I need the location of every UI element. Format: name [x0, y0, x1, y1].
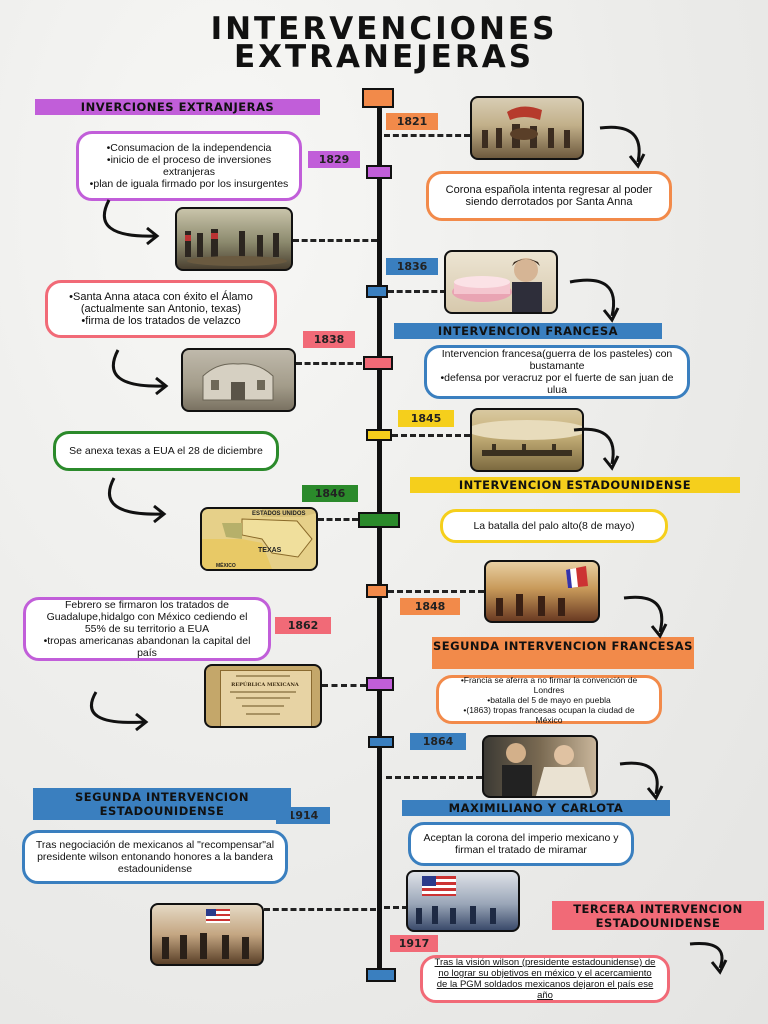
- card-1848: Febrero se firmaron los tratados de Guad…: [23, 597, 271, 661]
- connector-1836: [388, 290, 446, 293]
- battle-painting-1821: [470, 96, 584, 160]
- connector-1862: [322, 684, 366, 687]
- santa-anna-cake-image: [444, 250, 558, 314]
- timeline-axis: [377, 100, 382, 980]
- marker-1836: [366, 285, 388, 298]
- connector-1829: [293, 239, 377, 242]
- marker-1838: [363, 356, 393, 370]
- battle-painting-1829: [175, 207, 293, 271]
- marker-start: [362, 88, 394, 108]
- map-label-texas: TEXAS: [258, 547, 282, 554]
- card-1846: La batalla del palo alto(8 de mayo): [440, 509, 668, 543]
- marker-1846: [358, 512, 400, 528]
- marker-1864: [368, 736, 394, 748]
- card-1914: Tras negociación de mexicanos al "recomp…: [22, 830, 288, 884]
- card-1862: •Francia se aferra a no firmar la conven…: [436, 675, 662, 725]
- year-tag-1864: 1864: [410, 733, 466, 750]
- curved-arrow-icon: [573, 427, 620, 471]
- card-1917: Tras la visión wilson (presidente estado…: [420, 955, 670, 1003]
- year-tag-1917: 1917: [390, 935, 438, 952]
- year-tag-1846: 1846: [302, 485, 358, 502]
- year-tag-1829: 1829: [308, 151, 360, 168]
- marker-1845: [366, 429, 392, 441]
- curved-arrow-icon: [111, 349, 169, 396]
- battlefield-1845-image: [470, 408, 584, 472]
- banner-estadounidense: INTERVENCION ESTADOUNIDENSE: [410, 477, 740, 493]
- maximiliano-carlota-portrait: [482, 735, 598, 798]
- year-tag-1838: 1838: [303, 331, 355, 348]
- connector-1864: [386, 776, 482, 779]
- connector-1846: [318, 518, 358, 521]
- year-tag-1836: 1836: [386, 258, 438, 275]
- battle-painting-1848: [484, 560, 600, 623]
- page-title-line-2: EXTRANEJERAS: [233, 39, 535, 75]
- map-label-mexico: MÉXICO: [216, 563, 236, 569]
- curved-arrow-icon: [569, 278, 620, 323]
- marker-1862: [366, 677, 394, 691]
- banner-segunda-estadounidense: SEGUNDA INTERVENCION ESTADOUNIDENSE: [33, 788, 291, 820]
- alamo-image: [181, 348, 296, 412]
- connector-1914: [264, 908, 376, 911]
- banner-francesa: INTERVENCION FRANCESA: [394, 323, 662, 339]
- card-1829: •Consumacion de la independencia •inicio…: [76, 131, 302, 201]
- marker-1848: [366, 584, 388, 598]
- document-title: REPÚBLICA MEXICANA: [231, 682, 299, 688]
- card-1838: Intervencion francesa(guerra de los past…: [424, 345, 690, 399]
- connector-1838: [296, 362, 362, 365]
- card-1836: •Santa Anna ataca con éxito el Álamo (ac…: [45, 280, 277, 338]
- banner-segunda-francesa: SEGUNDA INTERVENCION FRANCESAS: [432, 637, 694, 669]
- card-1845: Se anexa texas a EUA el 28 de diciembre: [53, 431, 279, 471]
- card-1864: Aceptan la corona del imperio mexicano y…: [408, 822, 634, 866]
- card-1821: Corona española intenta regresar al pode…: [426, 171, 672, 221]
- map-texas: ESTADOS UNIDOS TEXAS MÉXICO: [200, 507, 318, 571]
- curved-arrow-icon: [619, 761, 664, 801]
- curved-arrow-icon: [599, 125, 646, 169]
- curved-arrow-icon: [90, 691, 149, 732]
- year-tag-1845: 1845: [398, 410, 454, 427]
- map-label-estados-unidos: ESTADOS UNIDOS: [252, 511, 306, 517]
- banner-maximiliano: MAXIMILIANO Y CARLOTA: [402, 800, 670, 816]
- banner-tercera-estadounidense: TERCERA INTERVENCION ESTADOUNIDENSE: [552, 901, 764, 930]
- banner-inversiones: INVERCIONES EXTRANJERAS: [35, 99, 320, 115]
- marker-1829: [366, 165, 392, 179]
- curved-arrow-icon: [108, 477, 167, 524]
- marker-end: [366, 968, 396, 982]
- battle-painting-1917: [150, 903, 264, 966]
- year-tag-1821: 1821: [386, 113, 438, 130]
- connector-1917: [384, 906, 408, 909]
- curved-arrow-icon: [623, 595, 668, 639]
- page-title-line-1: INTERVENCIONES: [210, 11, 558, 47]
- connector-1845: [392, 434, 470, 437]
- year-tag-1862: 1862: [275, 617, 331, 634]
- connector-1821: [384, 134, 470, 137]
- curved-arrow-icon: [102, 199, 160, 246]
- year-tag-1848: 1848: [400, 598, 460, 615]
- document-image: REPÚBLICA MEXICANA: [204, 664, 322, 728]
- flag-battle-1914-image: [406, 870, 520, 932]
- connector-1848: [388, 590, 484, 593]
- curved-arrow-icon: [689, 942, 728, 975]
